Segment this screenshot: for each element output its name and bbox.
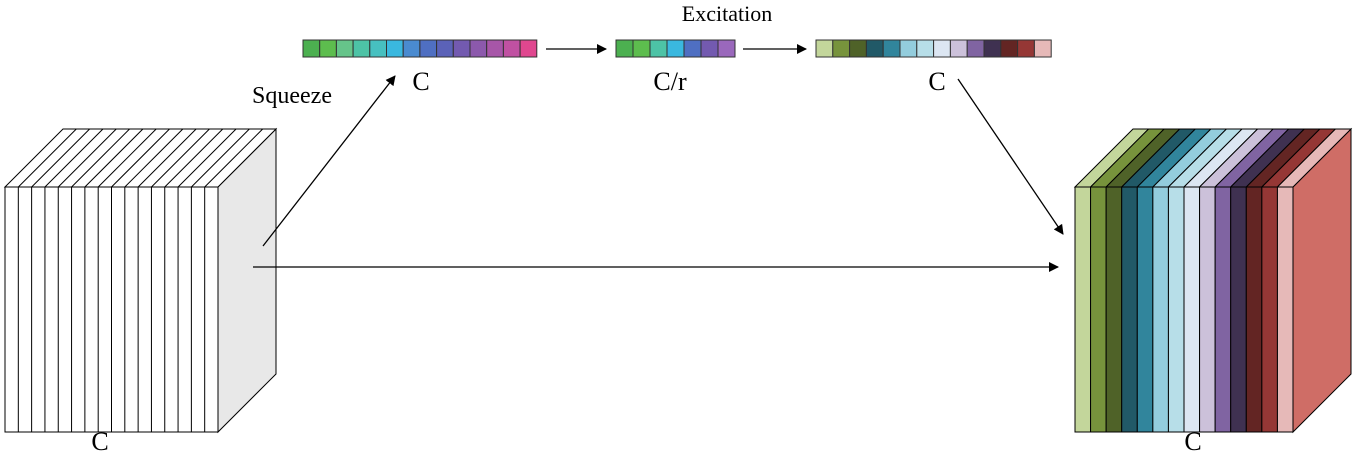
vector-cell [402,39,421,58]
vector-cell [949,39,968,58]
scale-arrow [957,78,1064,235]
vector-cell [452,39,471,58]
input-slice-top-divider [97,128,157,188]
vector-cell [933,39,951,58]
vector-cell [649,39,668,58]
output-slice [1199,186,1216,433]
excited-vector [815,39,1052,58]
squeeze-arrow [262,75,396,247]
vector-cell [983,39,1002,58]
output-slice [1090,186,1107,433]
vector-cell [632,39,651,58]
output-slice [1121,186,1138,433]
squeeze-vector [302,39,538,58]
input-slice-top-divider [164,128,224,188]
output-slice [1136,186,1154,433]
vector-cell [849,39,867,58]
vector-cell [966,39,985,58]
input-slice-top-divider [191,128,250,188]
vector-cell [815,39,834,58]
output-slice [1105,186,1123,433]
vector-cell [352,39,371,58]
input-slice-top-divider [124,128,184,188]
output-slice [1261,186,1278,433]
output-feature-map [1073,127,1353,434]
vector-cell [469,39,488,58]
vector-cell [502,39,521,58]
vector-cell [916,39,935,58]
output-slice [1214,186,1232,433]
vector-cell [683,39,702,58]
output-slice [1276,186,1294,433]
vector-cell [615,39,634,58]
vector-cell [1033,39,1052,58]
output-slice [1152,186,1169,433]
vector-c-label: C [412,67,429,96]
input-slice-top-divider [137,128,197,188]
vector-cell [335,39,354,58]
output-slice [1074,186,1092,433]
vector-cell [717,39,736,58]
vector-cell [1000,39,1019,58]
input-slice-top-divider [111,128,170,188]
vector-cell [1017,39,1035,58]
vector-cell [519,39,538,58]
vector-c-out-label: C [928,67,945,96]
vector-cell [386,39,404,58]
vector-cell [700,39,719,58]
vector-cell [666,39,685,58]
input-slice-top-divider [57,128,117,188]
vector-cr-label: C/r [653,67,687,96]
input-slice-top-divider [84,128,144,188]
squeeze-label: Squeeze [252,83,332,109]
output-c-label: C [1184,427,1201,456]
vector-cell [486,39,504,58]
vector-cell [319,39,337,58]
vector-cell [832,39,851,58]
vector-cell [369,39,387,58]
output-slice [1167,186,1185,433]
input-c-label: C [91,427,108,456]
vector-cell [899,39,918,58]
input-slice-top-divider [44,128,104,188]
input-slice-top-divider [31,128,90,188]
input-slice-top-divider [177,128,237,188]
vector-cell [882,39,901,58]
vector-cell [419,39,438,58]
input-slice-top-divider [151,128,210,188]
input-slice-top-divider [204,128,264,188]
output-slice [1245,186,1263,433]
vector-cell [302,39,321,58]
vector-cell [865,39,884,58]
input-slice-top-divider [17,128,77,188]
reduced-vector [615,39,736,58]
excitation-label: Excitation [682,1,772,26]
output-slice [1183,186,1201,433]
input-feature-map [3,127,278,434]
output-slice [1230,186,1247,433]
input-slice-top-divider [71,128,130,188]
vector-cell [436,39,454,58]
